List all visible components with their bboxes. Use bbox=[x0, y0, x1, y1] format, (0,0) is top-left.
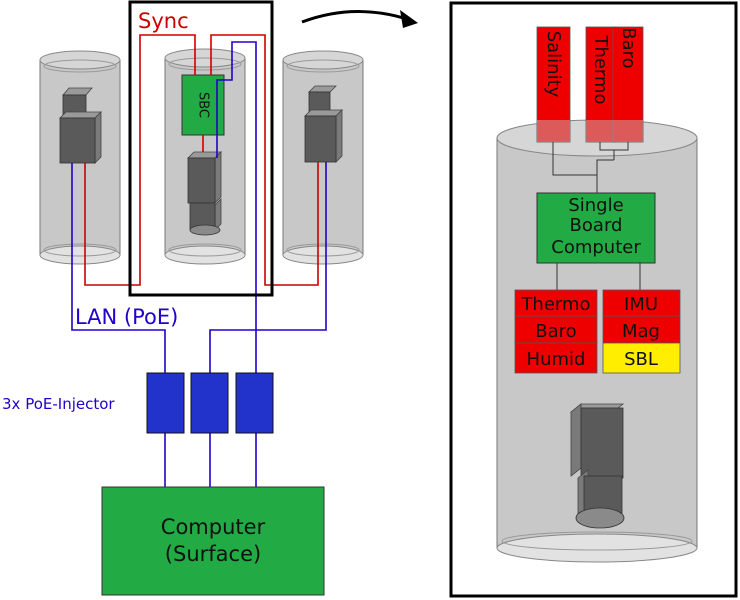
top-sensor-connectors bbox=[552, 142, 629, 193]
zoom-arrow-line bbox=[301, 9, 411, 24]
camera-housing-right bbox=[282, 50, 364, 265]
sbc-line1: Single bbox=[568, 195, 623, 216]
sensor-baro-box bbox=[514, 315, 598, 344]
sync-label: Sync bbox=[138, 9, 189, 33]
single-board-computer-box bbox=[536, 192, 656, 264]
sensor-mag-box bbox=[602, 315, 681, 344]
sensor-sbl-box bbox=[602, 342, 681, 374]
zoom-arrow-head bbox=[400, 10, 418, 28]
sensor-label-imu: IMU bbox=[624, 294, 658, 315]
sensor-label-mag: Mag bbox=[622, 321, 660, 342]
poe-injector-2 bbox=[190, 372, 229, 434]
injector-label: 3x PoE-Injector bbox=[2, 395, 115, 413]
top-sensor-thermo bbox=[585, 26, 617, 143]
sensor-imu-box bbox=[602, 289, 681, 317]
detail-view-frame bbox=[449, 1, 738, 598]
sensor-label-humid: Humid bbox=[527, 349, 586, 370]
top-sensor-label-baro: Baro bbox=[618, 27, 639, 68]
sensor-label-thermo: Thermo bbox=[520, 294, 590, 315]
surface-computer-line1: Computer bbox=[161, 515, 266, 539]
top-sensor-label-salinity: Salinity bbox=[543, 31, 564, 98]
poe-injector-1 bbox=[146, 372, 185, 434]
sbc-line2: Board bbox=[570, 215, 623, 236]
surface-computer-line2: (Surface) bbox=[165, 542, 261, 566]
sensor-thermo-box bbox=[514, 289, 598, 317]
sbc-line3: Computer bbox=[551, 237, 641, 258]
top-sensor-salinity bbox=[536, 26, 571, 143]
sensor-label-sbl: SBL bbox=[624, 349, 658, 370]
top-sensor-baro bbox=[612, 26, 644, 143]
camera-housing-left bbox=[39, 50, 121, 265]
top-sensor-label-thermo: Thermo bbox=[590, 34, 611, 104]
lan-wires bbox=[71, 41, 327, 487]
sbc-small-label: SBC bbox=[196, 92, 211, 118]
detail-camera bbox=[569, 403, 625, 529]
sbc-connectors bbox=[556, 263, 641, 290]
sensor-humid-box bbox=[514, 342, 598, 374]
surface-computer-box bbox=[101, 486, 325, 596]
sync-wires bbox=[84, 34, 319, 286]
sbc-housing-highlight-frame bbox=[128, 0, 274, 297]
lan-label: LAN (PoE) bbox=[75, 305, 178, 329]
poe-injector-3 bbox=[235, 372, 274, 434]
sensor-label-baro: Baro bbox=[535, 321, 576, 342]
